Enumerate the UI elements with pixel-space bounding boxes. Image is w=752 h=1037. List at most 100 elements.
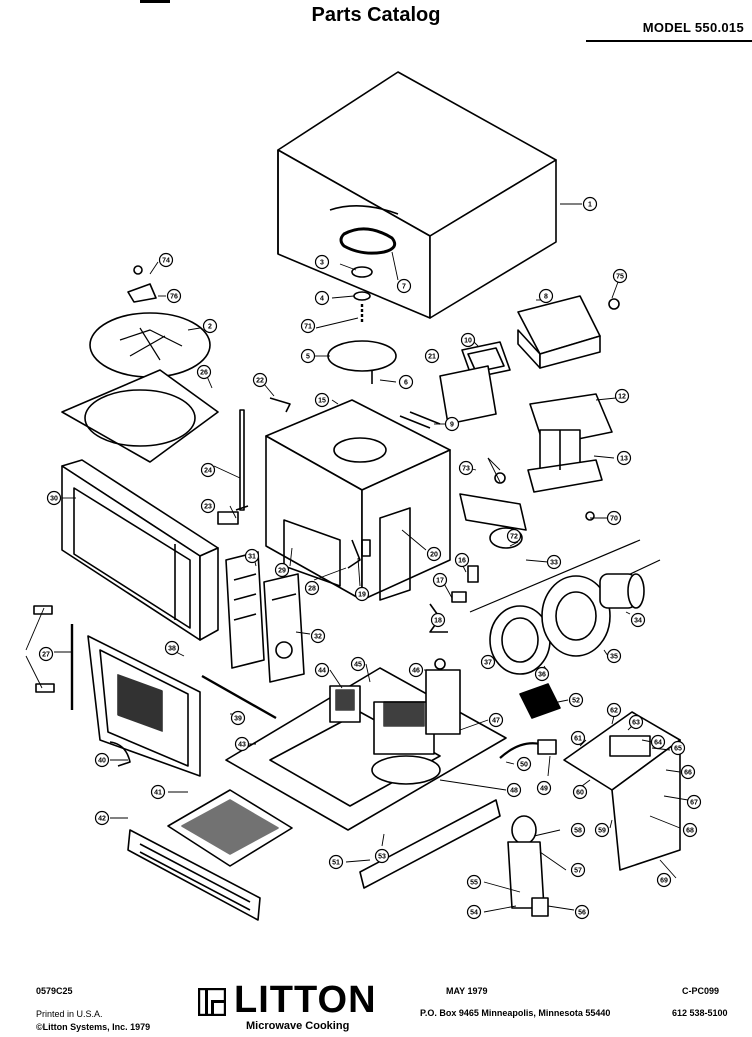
- callout-circle: [158, 252, 174, 268]
- callout-2: 2: [202, 318, 218, 334]
- door-frame: [61, 459, 219, 641]
- callout-number: 63: [632, 720, 640, 727]
- callout-circle: [166, 288, 182, 304]
- callout-41: 41: [150, 784, 166, 800]
- callout-40: 40: [94, 752, 110, 768]
- callout-number: 69: [660, 878, 668, 885]
- doc-number: 0579C25: [36, 986, 73, 996]
- callout-73: 73: [458, 460, 474, 476]
- air-filter: [167, 789, 293, 867]
- callout-circle: [656, 872, 672, 888]
- callout-29: 29: [274, 562, 290, 578]
- callout-number: 16: [458, 558, 466, 565]
- callout-32: 32: [310, 628, 326, 644]
- callout-76: 76: [166, 288, 182, 304]
- callout-circle: [546, 554, 562, 570]
- callout-number: 21: [428, 354, 436, 361]
- callout-69: 69: [656, 872, 672, 888]
- callout-33: 33: [546, 554, 562, 570]
- callout-number: 73: [462, 466, 470, 473]
- callout-57: 57: [570, 862, 586, 878]
- callout-number: 65: [674, 746, 682, 753]
- callout-circle: [374, 848, 390, 864]
- callout-circle: [570, 730, 586, 746]
- callout-number: 59: [598, 828, 606, 835]
- callout-number: 3: [320, 260, 324, 267]
- callout-number: 42: [98, 816, 106, 823]
- callout-circle: [200, 498, 216, 514]
- callout-circle: [506, 782, 522, 798]
- cavity-bracket-23: [217, 511, 239, 525]
- callout-circle: [350, 656, 366, 672]
- oven-cavity: [265, 399, 451, 601]
- callout-71: 71: [300, 318, 316, 334]
- callout-number: 34: [634, 618, 642, 625]
- callout-number: 6: [404, 380, 408, 387]
- callout-circle: [150, 784, 166, 800]
- callout-circle: [46, 490, 62, 506]
- callout-44: 44: [314, 662, 330, 678]
- callout-35: 35: [606, 648, 622, 664]
- callout-number: 29: [278, 568, 286, 575]
- callout-circle: [200, 462, 216, 478]
- form-code: C-PC099: [682, 986, 720, 996]
- brand-subtitle: Microwave Cooking: [246, 1020, 350, 1032]
- callout-number: 72: [510, 534, 518, 541]
- callout-number: 55: [470, 880, 478, 887]
- capacitor: [425, 658, 461, 735]
- callout-number: 31: [248, 554, 256, 561]
- callout-circle: [466, 904, 482, 920]
- callout-number: 52: [572, 698, 580, 705]
- callout-circle: [252, 372, 268, 388]
- callout-circle: [480, 654, 496, 670]
- heat-shield-33: [459, 493, 527, 531]
- gasket-plate: [461, 341, 511, 379]
- callout-circle: [516, 756, 532, 772]
- callout-circle: [606, 702, 622, 718]
- callout-number: 54: [470, 910, 478, 917]
- power-cord: [499, 739, 557, 759]
- callout-55: 55: [466, 874, 482, 890]
- callout-number: 10: [464, 338, 472, 345]
- callout-28: 28: [304, 580, 320, 596]
- callout-circle: [444, 416, 460, 432]
- callout-circle: [396, 278, 412, 294]
- callout-number: 68: [686, 828, 694, 835]
- fan-assembly: [469, 539, 661, 675]
- callout-47: 47: [488, 712, 504, 728]
- callout-number: 66: [684, 770, 692, 777]
- callout-number: 35: [610, 654, 618, 661]
- callout-53: 53: [374, 848, 390, 864]
- callout-circle: [670, 740, 686, 756]
- callout-number: 36: [538, 672, 546, 679]
- callout-number: 22: [256, 378, 264, 385]
- callout-circle: [38, 646, 54, 662]
- cavity-seal-plate: [61, 369, 219, 463]
- callout-circle: [230, 710, 246, 726]
- callout-number: 4: [320, 296, 324, 303]
- callout-number: 2: [208, 324, 212, 331]
- callout-51: 51: [328, 854, 344, 870]
- callout-9: 9: [444, 416, 460, 432]
- phone-number: 612 538-5100: [672, 1008, 728, 1018]
- callout-circle: [454, 552, 470, 568]
- callout-number: 1: [588, 202, 592, 209]
- callout-24: 24: [200, 462, 216, 478]
- callout-number: 62: [610, 708, 618, 715]
- callout-12: 12: [614, 388, 630, 404]
- callout-39: 39: [230, 710, 246, 726]
- litton-logo-icon: [198, 988, 226, 1016]
- base-rail: [359, 799, 501, 889]
- callout-42: 42: [94, 810, 110, 826]
- callout-15: 15: [314, 392, 330, 408]
- callout-number: 30: [50, 496, 58, 503]
- callout-number: 48: [510, 788, 518, 795]
- callout-circle: [398, 374, 414, 390]
- callout-circle: [460, 332, 476, 348]
- callout-circle: [244, 548, 260, 564]
- callout-circle: [574, 904, 590, 920]
- callout-number: 20: [430, 552, 438, 559]
- copyright-note: ©Litton Systems, Inc. 1979: [36, 1022, 151, 1032]
- callout-6: 6: [398, 374, 414, 390]
